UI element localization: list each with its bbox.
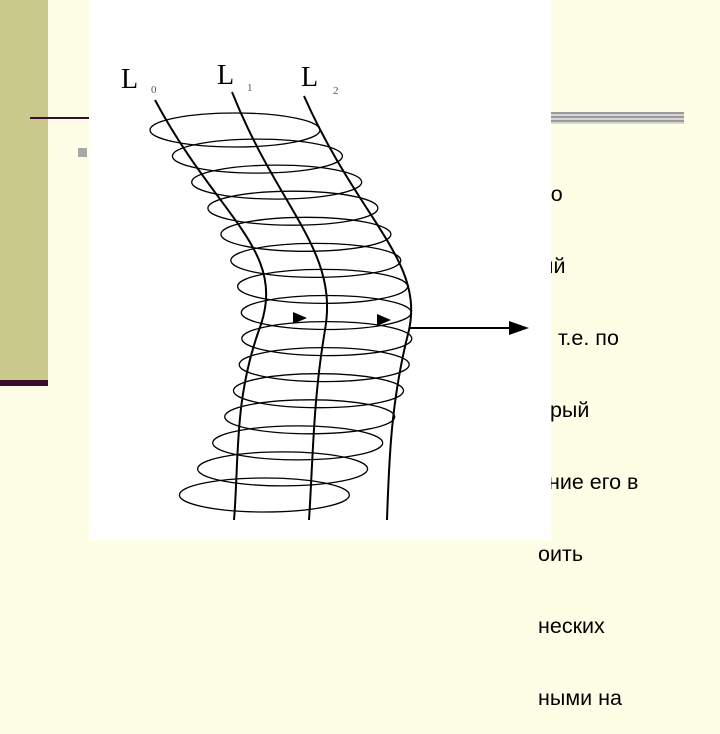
text-line: ными на bbox=[538, 686, 622, 710]
line-l2 bbox=[303, 95, 413, 521]
label-l1-main: L bbox=[217, 60, 234, 91]
text-line: ло bbox=[538, 182, 718, 206]
text-line: й, т.е. по bbox=[534, 326, 619, 350]
solenoid-figure: L 0 L 1 L 2 bbox=[89, 0, 551, 540]
coil-turn bbox=[191, 164, 363, 200]
line-l0 bbox=[154, 99, 268, 521]
text-line: орый bbox=[538, 398, 590, 422]
coil-turn bbox=[171, 138, 344, 174]
field-lines bbox=[154, 91, 413, 521]
arrow-head-l1 bbox=[377, 314, 391, 326]
arrow-head-l0 bbox=[293, 312, 307, 324]
left-decor-panel bbox=[0, 0, 48, 386]
coil-turn bbox=[220, 216, 392, 252]
label-l0-sub: 0 bbox=[151, 84, 157, 96]
label-l2-main: L bbox=[301, 62, 318, 93]
line-l1 bbox=[231, 91, 329, 521]
solenoid-diagram: L 0 L 1 L 2 bbox=[121, 60, 529, 521]
left-panel-edge bbox=[0, 380, 48, 386]
label-l0-main: L bbox=[121, 64, 138, 95]
bullet-marker bbox=[78, 148, 87, 157]
text-line: оить bbox=[538, 542, 584, 566]
label-l2-sub: 2 bbox=[333, 85, 339, 97]
coil-turn bbox=[212, 425, 384, 461]
coil-turns bbox=[149, 112, 413, 513]
outgoing-arrow-head bbox=[509, 321, 529, 335]
label-l1-sub: 1 bbox=[247, 82, 253, 94]
coil-turn bbox=[224, 399, 396, 435]
coil-turn bbox=[230, 242, 402, 279]
curve-labels: L 0 L 1 L 2 bbox=[121, 60, 339, 97]
coil-turn bbox=[207, 190, 379, 226]
text-line: ение его в bbox=[536, 470, 639, 494]
direction-arrows bbox=[293, 312, 529, 335]
coil-turn bbox=[241, 320, 413, 357]
coil-turn bbox=[196, 451, 369, 487]
coil-turn bbox=[149, 112, 321, 148]
text-line: ый bbox=[538, 254, 566, 278]
decor-bar bbox=[550, 112, 684, 124]
coil-turn bbox=[238, 346, 410, 383]
text-line: неских bbox=[538, 614, 605, 638]
coil-turn bbox=[178, 477, 351, 513]
